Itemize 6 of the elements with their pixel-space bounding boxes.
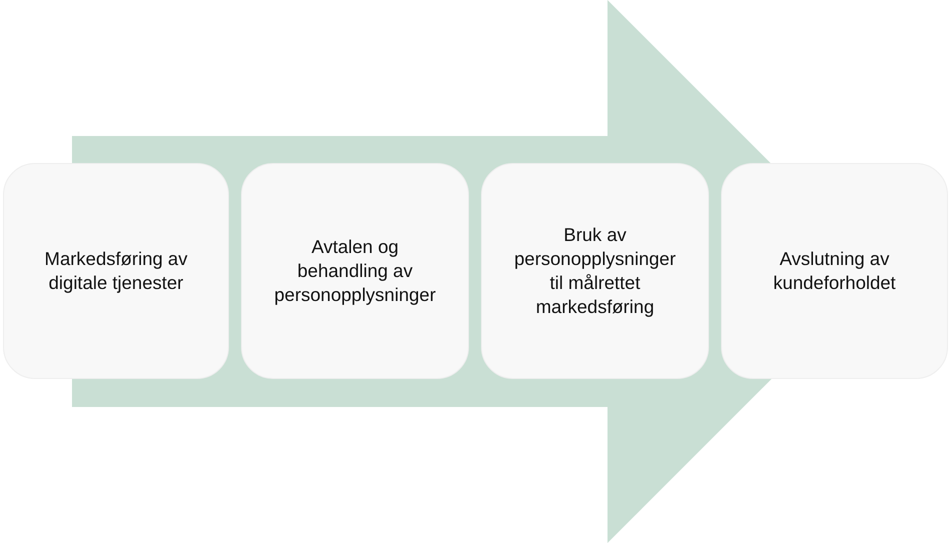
process-box	[3, 163, 229, 379]
step-label: Avtalen og behandling av personopplysninger	[273, 235, 437, 307]
step-label: Bruk av personopplysninger til målrettet markedsføring	[513, 223, 677, 319]
step-label: Avslutning av kundeforholdet	[772, 247, 897, 295]
step-label: Markedsføring av digitale tjenester	[44, 247, 188, 295]
process-box	[721, 163, 948, 379]
